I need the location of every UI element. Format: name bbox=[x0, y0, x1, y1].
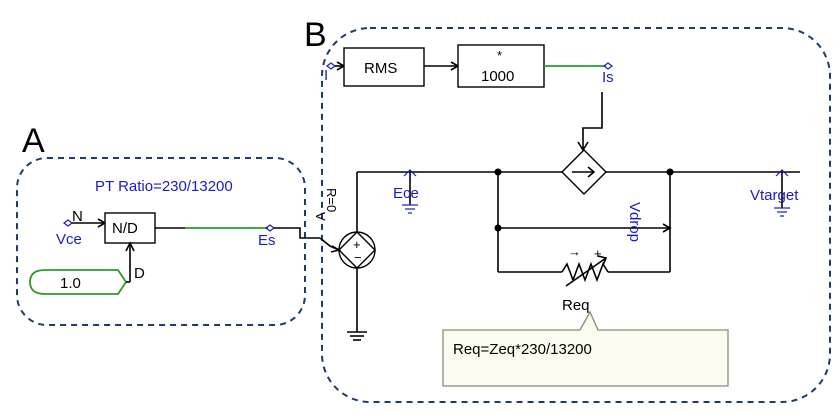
i-port-icon bbox=[326, 62, 336, 70]
req-callout-text: Req=Zeq*230/13200 bbox=[453, 341, 592, 358]
v-label: V bbox=[313, 212, 328, 221]
current-arrow-icon bbox=[587, 166, 596, 178]
vce-label: Vce bbox=[56, 231, 82, 248]
rms-block bbox=[343, 47, 425, 87]
req-minus-sign: → bbox=[568, 244, 581, 259]
is-feed-arrow-icon bbox=[577, 141, 589, 152]
source-control-arrow-icon bbox=[330, 245, 342, 253]
group-a-border bbox=[16, 157, 306, 326]
req-variable-arrow bbox=[565, 257, 607, 287]
divider-d-label: D bbox=[134, 265, 145, 282]
section-b-label: B bbox=[304, 16, 327, 54]
constant-block bbox=[29, 269, 128, 295]
pt-ratio-label: PT Ratio=230/13200 bbox=[95, 178, 233, 195]
voltage-source-minus: − bbox=[354, 250, 362, 265]
req-callout-box bbox=[442, 310, 729, 387]
multiplier-gain: 1000 bbox=[481, 68, 514, 85]
req-plus-sign: + bbox=[594, 246, 602, 261]
is-feed-wire bbox=[582, 92, 603, 150]
multiplier-symbol: * bbox=[497, 48, 502, 63]
req-variable-arrowhead-icon bbox=[597, 255, 608, 266]
multiplier-block bbox=[457, 44, 545, 88]
group-b-border bbox=[321, 27, 831, 403]
is-label: Is bbox=[602, 69, 614, 86]
ece-label: Ece bbox=[393, 185, 419, 202]
ece-port-icon bbox=[403, 169, 417, 177]
req-label: Req bbox=[562, 297, 590, 314]
constant-label: 1.0 bbox=[60, 275, 81, 292]
rms-label: RMS bbox=[364, 60, 397, 77]
divider-n-label: N bbox=[72, 208, 83, 225]
section-a-label: A bbox=[22, 122, 45, 160]
vdrop-arrow-icon bbox=[662, 223, 672, 233]
divider-label: N/D bbox=[112, 220, 138, 237]
es-label: Es bbox=[258, 232, 276, 249]
d-arrow-icon bbox=[125, 241, 135, 252]
i-label: I bbox=[324, 67, 328, 84]
vdrop-label: Vdrop bbox=[626, 202, 643, 242]
vtarget-label: Vtarget bbox=[750, 187, 799, 204]
req-resistor bbox=[561, 261, 609, 283]
divider-block bbox=[104, 212, 156, 244]
vce-port-icon bbox=[63, 219, 73, 227]
r-zero-label: R=0 bbox=[324, 188, 339, 212]
es-link-wire bbox=[274, 227, 320, 239]
voltage-source-plus: + bbox=[353, 237, 361, 252]
vtarget-port-icon bbox=[775, 169, 789, 177]
is-port-icon bbox=[603, 62, 613, 70]
